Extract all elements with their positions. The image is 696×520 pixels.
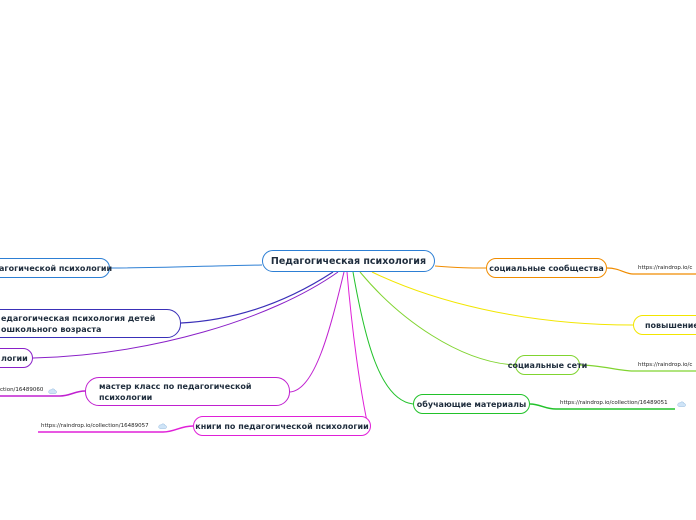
topic-preschool-label-line1: едагогическая психология детей (1, 313, 156, 323)
root-topic-label: Педагогическая психология (270, 255, 427, 267)
link-connector-social-networks (579, 364, 696, 372)
connector-qualification (371, 271, 634, 326)
link-social-networks[interactable]: https://raindrop.io/c (638, 362, 693, 368)
topic-basics-label: агогической психологии (0, 263, 113, 273)
topic-books[interactable]: книги по педагогической психологии (193, 416, 371, 436)
connector-preschool (180, 271, 334, 324)
connector-master-class (289, 271, 345, 393)
topic-social-networks[interactable]: социальные сети (508, 355, 587, 375)
topic-books-label: книги по педагогической психологии (195, 421, 369, 431)
connector-psychology-short (32, 271, 339, 359)
connector-learning-materials (352, 271, 414, 405)
topic-psychology-short-label: логии (1, 353, 28, 363)
topic-preschool-label-line2: ошкольного возраста (1, 324, 102, 334)
link-connector-social-communities (606, 267, 696, 275)
connector-social-networks (359, 271, 516, 366)
topic-learning-materials[interactable]: обучающие материалы (413, 394, 530, 414)
link-books[interactable]: https://raindrop.io/collection/16489057 (41, 423, 149, 429)
cloud-link-icon[interactable] (158, 423, 167, 429)
link-connector-learning-materials (529, 403, 675, 410)
topic-qualification-label: повышение и (645, 320, 696, 330)
topic-master-class-label-line1: мастер класс по педагогической (99, 381, 252, 391)
topic-basics[interactable]: агогической психологии (0, 258, 113, 278)
topic-social-communities-label: социальные сообщества (489, 263, 604, 273)
topic-qualification[interactable]: повышение и (633, 315, 696, 335)
link-connector-master-class (0, 390, 86, 397)
connector-basics (109, 264, 263, 269)
connector-books (346, 271, 369, 427)
link-social-communities[interactable]: https://raindrop.io/c (638, 265, 693, 271)
cloud-link-icon[interactable] (48, 388, 57, 394)
topic-social-networks-label: социальные сети (507, 360, 588, 370)
root-topic[interactable]: Педагогическая психология (262, 250, 435, 272)
link-learning-materials[interactable]: https://raindrop.io/collection/16489051 (560, 400, 668, 406)
topic-preschool[interactable]: едагогическая психология детей ошкольног… (0, 309, 181, 338)
topic-social-communities[interactable]: социальные сообщества (486, 258, 607, 278)
link-master-class[interactable]: ction/16489060 (0, 387, 44, 393)
connector-social-communities (434, 265, 487, 269)
topic-master-class[interactable]: мастер класс по педагогической психологи… (85, 377, 290, 406)
topic-master-class-label-line2: психологии (99, 392, 153, 402)
link-connector-books (38, 425, 194, 433)
topic-learning-materials-label: обучающие материалы (416, 399, 527, 409)
cloud-link-icon[interactable] (677, 401, 686, 407)
topic-psychology-short[interactable]: логии (0, 348, 33, 368)
